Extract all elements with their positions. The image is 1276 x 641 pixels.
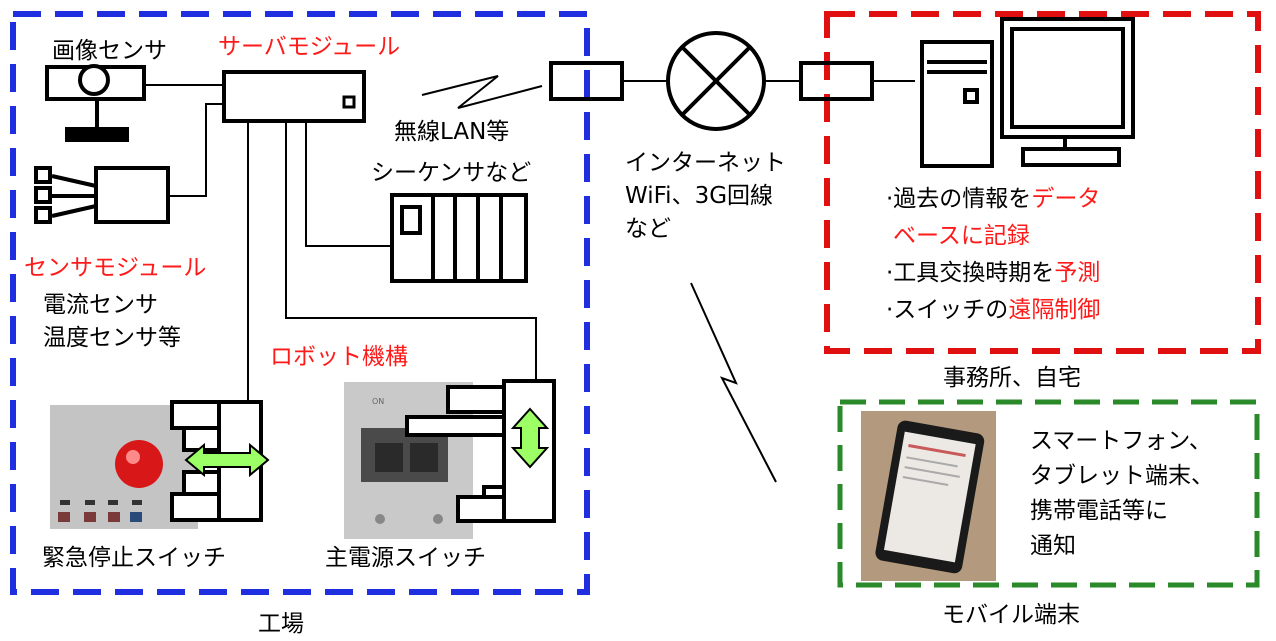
robot-pusher-main-power xyxy=(405,379,556,523)
tablet-photo xyxy=(861,411,996,581)
sensor-list-line-2: 温度センサ等 xyxy=(43,325,181,351)
office-feature-2: ·工具交換時期を予測 xyxy=(886,260,1101,286)
desktop-pc-icon xyxy=(920,17,1135,168)
network-chain xyxy=(549,31,915,131)
vertical-arrow-icon xyxy=(510,407,550,469)
office-feature-1-line-2: ベースに記録 xyxy=(893,223,1030,249)
factory-caption: 工場 xyxy=(258,611,304,637)
office-feature-1-line-1: ·過去の情報をデータ xyxy=(886,186,1101,212)
factory-region-border xyxy=(10,11,590,595)
sensor-list-line-1: 電流センサ xyxy=(43,292,158,318)
wireless-link-zigzag xyxy=(421,75,543,109)
image-sensor-label: 画像センサ xyxy=(52,38,167,64)
mobile-line-4: 通知 xyxy=(1030,533,1076,559)
office-caption: 事務所、自宅 xyxy=(943,365,1081,391)
mobile-line-1: スマートフォン、 xyxy=(1030,428,1212,454)
horizontal-arrow-icon xyxy=(184,442,270,478)
sequencer-label: シーケンサなど xyxy=(371,160,532,186)
network-line-2: WiFi、3G回線 xyxy=(625,183,774,209)
mobile-link-zigzag xyxy=(690,282,777,483)
network-line-3: など xyxy=(625,216,671,242)
network-line-1: インターネット xyxy=(625,150,786,176)
mobile-caption: モバイル端末 xyxy=(942,602,1080,628)
factory-wires xyxy=(144,84,537,402)
mobile-region-border xyxy=(837,399,1260,588)
sequencer-icon xyxy=(390,193,528,283)
office-feature-3: ·スイッチの遠隔制御 xyxy=(886,297,1101,323)
sensor-module-box xyxy=(34,166,170,224)
robot-label: ロボット機構 xyxy=(270,344,408,370)
camera-icon xyxy=(45,64,146,142)
emergency-switch-label: 緊急停止スイッチ xyxy=(42,545,226,571)
main-power-switch-label: 主電源スイッチ xyxy=(325,545,486,571)
sensor-module-label: センサモジュール xyxy=(24,255,207,281)
svg-text:ON: ON xyxy=(372,397,384,406)
wireless-lan-label: 無線LAN等 xyxy=(394,119,510,145)
office-region-border xyxy=(824,11,1261,354)
mobile-line-3: 携帯電話等に xyxy=(1030,498,1168,524)
server-module-box xyxy=(222,70,366,123)
server-module-label: サーバモジュール xyxy=(218,34,401,60)
mobile-line-2: タブレット端末、 xyxy=(1030,463,1214,489)
